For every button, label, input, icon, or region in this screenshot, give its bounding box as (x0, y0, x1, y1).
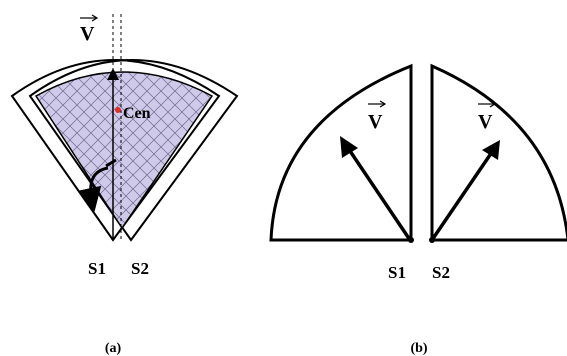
caption-b: (b) (410, 341, 427, 356)
vector-bar-head-right (489, 100, 497, 108)
rotation-arrow (77, 166, 109, 212)
velocity-arrow-right (430, 151, 494, 241)
vector-bar-head-left (379, 100, 387, 108)
rotation-arrow-tail (105, 158, 117, 168)
panel-a: V Cen S1 S2 (a) (10, 14, 239, 356)
quadrant-s1 (269, 63, 413, 242)
sensor-2-label-a: S2 (131, 259, 149, 278)
vector-bar-head-a (91, 14, 99, 22)
vector-label-left: V (368, 111, 383, 133)
quadrant-s2 (430, 63, 567, 242)
sensor-1-dot (408, 237, 414, 243)
vector-label-a: V (80, 23, 95, 45)
sensor-2-dot (429, 237, 435, 243)
center-label: Cen (123, 105, 151, 122)
sector-s2-outline (28, 59, 239, 242)
velocity-arrowhead-right (482, 140, 500, 160)
caption-a: (a) (105, 341, 122, 356)
panel-b: V V S1 S2 (b) (269, 63, 567, 356)
overlap-region (34, 71, 214, 230)
sensor-1-label-b: S1 (388, 263, 406, 282)
sensor-2-label-b: S2 (432, 263, 450, 282)
center-dot (115, 107, 121, 113)
vector-label-right: V (478, 111, 493, 133)
velocity-arrow-left (346, 147, 412, 241)
velocity-arrowhead-left (340, 136, 358, 158)
sensor-1-label-a: S1 (88, 259, 106, 278)
sector-s1-outline (10, 59, 221, 242)
